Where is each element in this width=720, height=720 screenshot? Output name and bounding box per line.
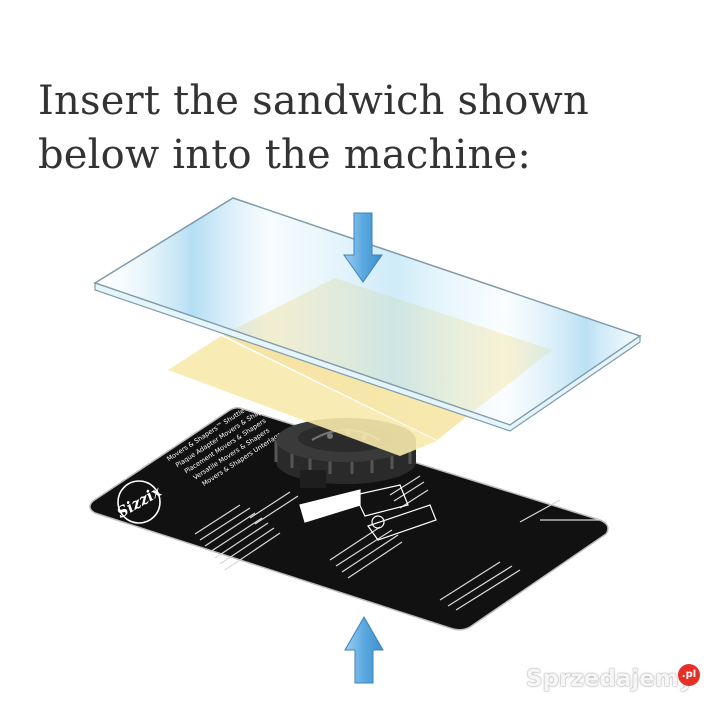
- arrow-up-icon: [344, 615, 384, 684]
- title-line-1: Insert the sandwich shown: [38, 78, 589, 124]
- watermark-badge: .pl: [678, 664, 700, 686]
- mat-diagram: [299, 484, 437, 541]
- mat-small-print: [194, 475, 600, 611]
- arrow-down-icon: [343, 212, 383, 283]
- title-line-2: below into the machine:: [38, 132, 531, 178]
- cutting-plate: [93, 197, 642, 432]
- page-title: Insert the sandwich shown below into the…: [38, 74, 678, 182]
- watermark-text: Sprzedajemy: [526, 666, 694, 692]
